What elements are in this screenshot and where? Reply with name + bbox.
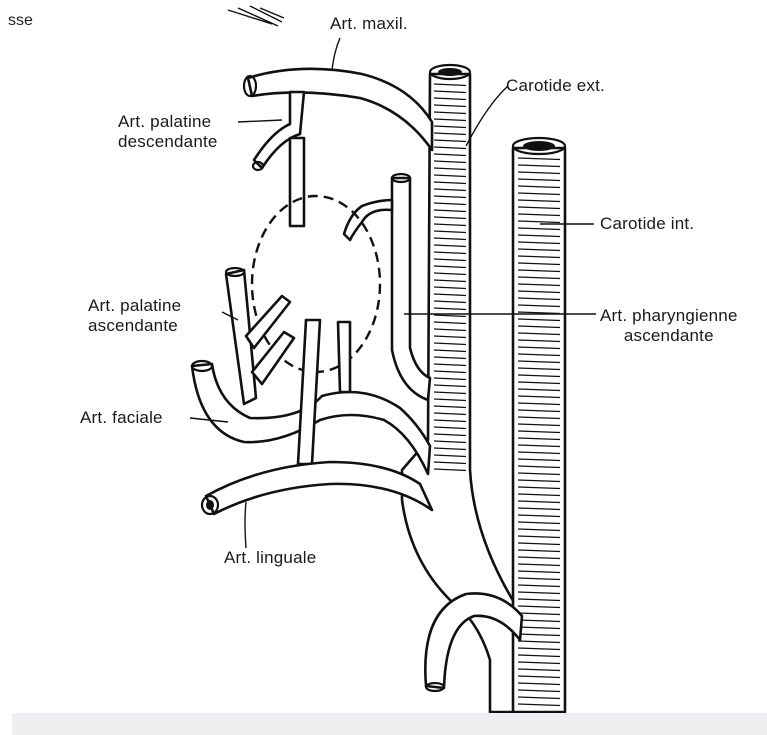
ascending-pharyngeal-artery xyxy=(344,174,430,400)
label-art-faciale: Art. faciale xyxy=(80,408,163,428)
label-carotide-ext: Carotide ext. xyxy=(506,76,605,96)
scribble-marks xyxy=(228,6,284,26)
label-art-linguale: Art. linguale xyxy=(224,548,316,568)
ascending-palatine-artery xyxy=(226,268,294,404)
label-art-maxil: Art. maxil. xyxy=(330,14,408,34)
label-carotide-int: Carotide int. xyxy=(600,214,694,234)
descending-palatine-artery xyxy=(253,92,304,226)
label-art-pharyngienne-ascendante: Art. pharyngienne ascendante xyxy=(600,306,738,346)
label-art-palatine-ascendante: Art. palatine ascendante xyxy=(88,296,181,336)
tonsillar-branches xyxy=(298,320,350,464)
lingual-artery xyxy=(202,462,432,514)
bottom-gray-strip xyxy=(12,713,767,735)
label-art-palatine-descendante: Art. palatine descendante xyxy=(118,112,218,152)
